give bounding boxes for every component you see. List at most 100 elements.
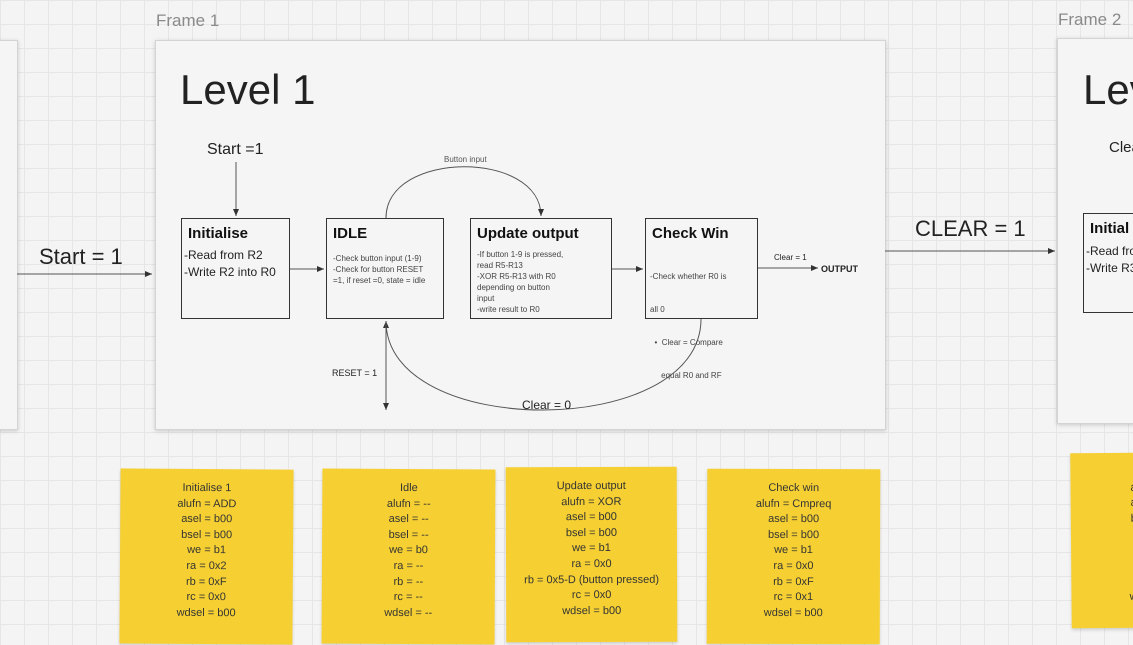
sticky-note-check-win[interactable]: Check win alufn = Cmpreq asel = b00 bsel…	[706, 468, 881, 645]
note-line: rc = 0x0	[186, 591, 226, 604]
frame2-initialise-line: -Write R3	[1086, 261, 1133, 275]
note-line: alufn = ADD	[177, 497, 237, 510]
clear-one-label: CLEAR = 1	[915, 216, 1026, 241]
frame-1[interactable]	[155, 40, 886, 430]
initialise-title: Initialise	[188, 225, 249, 242]
initialise-line: -Write R2 into R0	[184, 265, 276, 279]
note-line: b	[1130, 512, 1133, 525]
initialise-body: -Read from R2 -Write R2 into R0	[184, 247, 276, 281]
note-line: ra = 0x0	[571, 557, 612, 571]
update-line: -If button 1-9 is pressed,	[477, 250, 564, 259]
note-line: rb = 0x5-D (button pressed)	[524, 573, 660, 586]
clear-one-small-label: Clear = 1	[774, 253, 807, 262]
idle-line: =1, if reset =0, state = idle	[333, 276, 426, 285]
note-line: asel = --	[388, 513, 429, 526]
frame2-initialise-line: -Read fro	[1086, 244, 1133, 258]
idle-box[interactable]: IDLE -Check button input (1-9) -Check fo…	[326, 218, 444, 319]
idle-line: -Check for button RESET	[333, 265, 424, 274]
note-line: Update output	[556, 479, 626, 493]
update-line: input	[477, 294, 495, 303]
start-left-label: Start = 1	[39, 244, 123, 269]
note-line: we = b0	[389, 544, 428, 557]
clear-zero-label: Clear = 0	[522, 398, 572, 412]
note-line: rb = 0xF	[773, 575, 814, 588]
check-win-line: -Check whether R0 is	[650, 272, 727, 281]
note-line: alufn = XOR	[561, 495, 622, 508]
note-line: Check win	[768, 481, 820, 495]
arrow-button-input	[385, 166, 544, 219]
frame-2-label[interactable]: Frame 2	[1058, 10, 1122, 29]
note-line: asel = b00	[181, 513, 233, 526]
frame2-initialise-title: Initial	[1090, 220, 1130, 237]
update-output-box[interactable]: Update output -If button 1-9 is pressed,…	[470, 218, 612, 319]
check-win-title: Check Win	[652, 225, 729, 242]
note-line: we = b1	[774, 544, 813, 557]
idle-title: IDLE	[333, 225, 368, 242]
note-line	[1071, 574, 1133, 590]
frame-2[interactable]	[1057, 38, 1133, 424]
note-line: alufn = Cmpreq	[755, 497, 832, 510]
note-line: Initialise 1	[182, 481, 232, 495]
note-line	[1071, 558, 1133, 574]
note-line: we = b1	[572, 542, 611, 555]
frame2-clear-label: Clea	[1109, 139, 1133, 156]
note-line: rb = 0xF	[185, 575, 227, 588]
sticky-note-update-output[interactable]: Update output alufn = XOR asel = b00 bse…	[505, 466, 678, 643]
check-win-line: equal R0 and RF	[650, 371, 722, 380]
note-line: I	[1070, 465, 1133, 481]
note-line: rb = --	[393, 575, 424, 588]
partial-frame-left[interactable]	[0, 40, 18, 430]
note-line: rc = 0x0	[571, 589, 612, 602]
initialise-line: -Read from R2	[184, 248, 263, 262]
frame-1-label[interactable]: Frame 1	[156, 11, 220, 30]
check-win-body: -Check whether R0 is all 0 • Clear = Com…	[650, 249, 726, 403]
note-line: bsel = b00	[565, 526, 617, 539]
start-top-label: Start =1	[207, 141, 264, 158]
note-line: rc = 0x1	[773, 591, 814, 604]
sticky-note-partial-right[interactable]: I a a b w	[1070, 452, 1133, 629]
update-line: -XOR R5-R13 with R0	[477, 272, 556, 281]
update-output-title: Update output	[477, 225, 579, 242]
note-line: bsel = b00	[768, 528, 820, 541]
note-line: a	[1130, 481, 1133, 494]
note-line: wdsel = b00	[562, 604, 622, 617]
note-line: w	[1129, 590, 1133, 603]
reset-label: RESET = 1	[332, 368, 378, 378]
note-line	[1071, 543, 1133, 559]
note-line	[1071, 527, 1133, 543]
note-line: ra = --	[393, 559, 424, 573]
update-line: depending on button	[477, 283, 550, 292]
note-line: rc = --	[393, 591, 423, 604]
frame2-initialise-box[interactable]: Initial -Read fro -Write R3	[1083, 213, 1133, 313]
note-line: wdsel = b00	[763, 606, 823, 619]
check-win-line: • Clear = Compare	[650, 338, 723, 347]
note-line: wdsel = b00	[176, 606, 236, 619]
note-line: ra = 0x2	[186, 559, 227, 573]
output-label: OUTPUT	[821, 264, 858, 274]
idle-line: -Check button input (1-9)	[333, 254, 422, 263]
note-line: bsel = b00	[181, 528, 233, 541]
check-win-line: all 0	[650, 305, 665, 314]
note-line: alufn = --	[386, 497, 431, 510]
note-line: asel = b00	[768, 513, 820, 526]
frame2-initialise-body: -Read fro -Write R3	[1086, 243, 1133, 277]
update-output-body: -If button 1-9 is pressed, read R5-R13 -…	[477, 249, 563, 315]
note-line: wdsel = --	[384, 606, 433, 619]
update-line: -write result to R0	[477, 305, 540, 314]
level-2-title: Lev	[1083, 66, 1133, 113]
initialise-box[interactable]: Initialise -Read from R2 -Write R2 into …	[181, 218, 290, 319]
note-line: a	[1130, 496, 1133, 509]
update-line: read R5-R13	[477, 261, 523, 270]
sticky-note-initialise[interactable]: Initialise 1 alufn = ADD asel = b00 bsel…	[119, 468, 294, 645]
note-line: we = b1	[187, 544, 227, 557]
level-1-title: Level 1	[180, 66, 316, 113]
note-line: bsel = --	[388, 528, 429, 541]
note-line: ra = 0x0	[773, 559, 814, 573]
button-input-label: Button input	[444, 155, 487, 164]
note-line: asel = b00	[565, 511, 617, 524]
note-line: Idle	[399, 481, 418, 495]
idle-body: -Check button input (1-9) -Check for but…	[333, 253, 425, 286]
sticky-note-idle[interactable]: Idle alufn = -- asel = -- bsel = -- we =…	[321, 468, 496, 645]
check-win-box[interactable]: Check Win -Check whether R0 is all 0 • C…	[645, 218, 758, 380]
